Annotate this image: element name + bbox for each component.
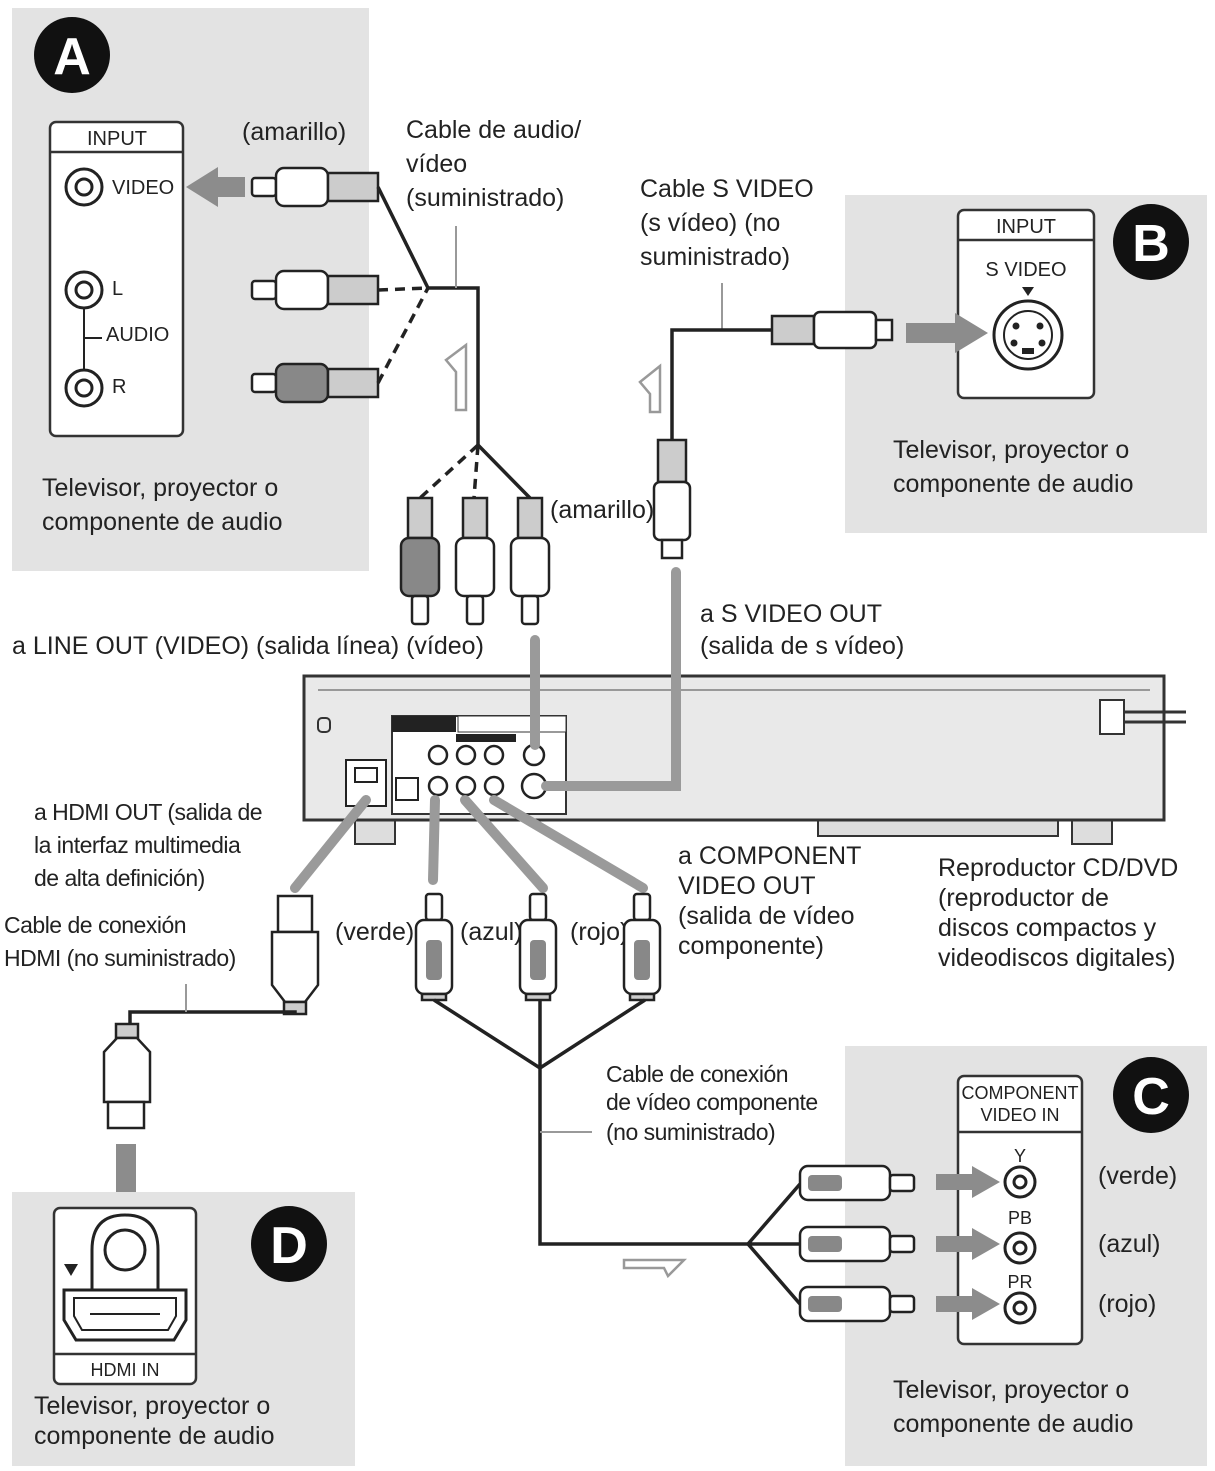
av-cable-line-3: (suministrado) [406,184,564,212]
badge-d: D [270,1217,308,1275]
line-out-label: a LINE OUT (VIDEO) (salida línea) (vídeo… [12,632,484,660]
dvd-player [302,674,1186,845]
hdmi-cable-line-2: HDMI (no suministrado) [4,945,236,971]
hdmi-out-line-3: de alta definición) [34,865,205,891]
rca-plug-yellow-top-icon [250,166,380,208]
panel-c-azul: (azul) [1098,1230,1161,1258]
rca-plug-red-bottom-icon [399,496,441,626]
av-cable-line-1: Cable de audio/ [406,116,581,144]
av-cable-line-2: vídeo [406,150,467,178]
component-out-line-3: (salida de vídeo [678,902,855,930]
label-amarillo-top: (amarillo) [242,118,346,146]
component-cable-line-2: de vídeo componente [606,1089,818,1115]
svideo-plug-horizontal-icon [770,310,894,350]
component-plug-pb-icon [798,1225,916,1263]
panel-c-device-line-1: Televisor, proyector o [893,1376,1129,1404]
player-line-2: (reproductor de [938,884,1109,912]
hdmi-out-line-2: la interfaz multimedia [34,832,241,858]
jack-pr-label: PR [1007,1272,1032,1292]
panel-a-device-line-1: Televisor, proyector o [42,474,278,502]
component-plug-green-icon [414,892,454,1002]
hdmi-cable-line-1: Cable de conexión [4,912,186,938]
component-out-line-4: componente) [678,932,824,960]
up-arrow-outline-icon-2 [638,363,662,414]
audio-l-jack-icon [64,270,104,310]
panel-b: B INPUT S VIDEO Televisor, proyector o c… [845,195,1207,533]
input-header-a: INPUT [87,128,147,150]
player-jack-row-bottom [427,772,548,800]
svideo-cable-line-2: (s vídeo) (no [640,209,780,237]
panel-b-device-line-2: componente de audio [893,470,1133,498]
jack-y-icon [1003,1165,1037,1199]
player-line-3: discos compactos y [938,914,1157,942]
hdmi-plug-lower-icon [102,1022,152,1130]
component-plug-pr-icon [798,1285,916,1323]
panel-a-device-line-2: componente de audio [42,508,282,536]
hdmi-plug-upper-icon [270,894,320,1016]
rca-plug-white-bottom-icon [454,496,496,626]
arrow-right-y-icon [936,1166,1000,1198]
jack-pr-icon [1003,1291,1037,1325]
badge-b: B [1132,215,1170,273]
right-arrow-outline-icon [622,1258,688,1279]
svideo-out-line-1: a S VIDEO OUT [700,600,882,628]
panel-c-verde: (verde) [1098,1162,1177,1190]
audio-label: AUDIO [106,324,169,346]
label-amarillo-mid: (amarillo) [550,496,654,524]
svideo-plug-vertical-icon [652,438,692,560]
player-line-1: Reproductor CD/DVD [938,854,1178,882]
player-line-4: videodiscos digitales) [938,944,1176,972]
svideo-jack-icon [992,299,1064,371]
video-jack-label: VIDEO [112,177,174,199]
jack-pb-icon [1003,1231,1037,1265]
svideo-cable-line-1: Cable S VIDEO [640,175,814,203]
component-in-header-1: COMPONENT [962,1083,1079,1103]
svideo-jack-label: S VIDEO [985,259,1066,281]
component-plug-red-icon [622,892,662,1002]
badge-c: C [1132,1068,1170,1126]
jack-pb-label: PB [1008,1208,1032,1228]
panel-d-device-line-2: componente de audio [34,1422,274,1450]
svideo-out-line-2: (salida de s vídeo) [700,632,904,660]
component-in-header-2: VIDEO IN [980,1105,1059,1125]
badge-a: A [53,28,91,86]
label-rojo-top: (rojo) [570,918,628,946]
component-cable-line-1: Cable de conexión [606,1061,788,1087]
video-jack-icon [64,167,104,207]
audio-r-label: R [112,376,126,398]
component-out-line-1: a COMPONENT [678,842,861,870]
arrow-right-pb-icon [936,1228,1000,1260]
jack-y-label: Y [1014,1146,1026,1166]
component-out-line-2: VIDEO OUT [678,872,816,900]
input-header-b: INPUT [996,216,1056,238]
panel-d: D HDMI IN Televisor, proyector o compone… [12,1192,355,1466]
hdmi-in-label: HDMI IN [91,1360,160,1380]
arrow-right-icon [906,313,988,353]
arrow-left-icon [186,167,245,207]
svideo-cable-line-3: suministrado) [640,243,790,271]
player-jack-row-top [427,743,546,767]
label-azul-top: (azul) [460,918,523,946]
up-arrow-outline-icon [444,342,468,412]
hdmi-out-line-1: a HDMI OUT (salida de [34,799,262,825]
component-plug-blue-icon [518,892,558,1002]
panel-c-rojo: (rojo) [1098,1290,1156,1318]
component-plug-y-icon [798,1164,916,1202]
panel-b-device-line-1: Televisor, proyector o [893,436,1129,464]
panel-c-device-line-2: componente de audio [893,1410,1133,1438]
audio-r-jack-icon [64,368,104,408]
audio-l-label: L [112,278,123,300]
rca-plug-white-top-icon [250,269,380,311]
rca-plug-red-top-icon [250,362,380,404]
label-verde-top: (verde) [335,918,414,946]
arrow-right-pr-icon [936,1288,1000,1320]
component-cable-line-3: (no suministrado) [606,1119,775,1145]
panel-c: C COMPONENT VIDEO IN Y PB PR (verde) (az… [845,1046,1207,1466]
rca-plug-yellow-bottom-icon [509,496,551,626]
hdmi-port-icon [62,1213,188,1342]
panel-d-device-line-1: Televisor, proyector o [34,1392,270,1420]
